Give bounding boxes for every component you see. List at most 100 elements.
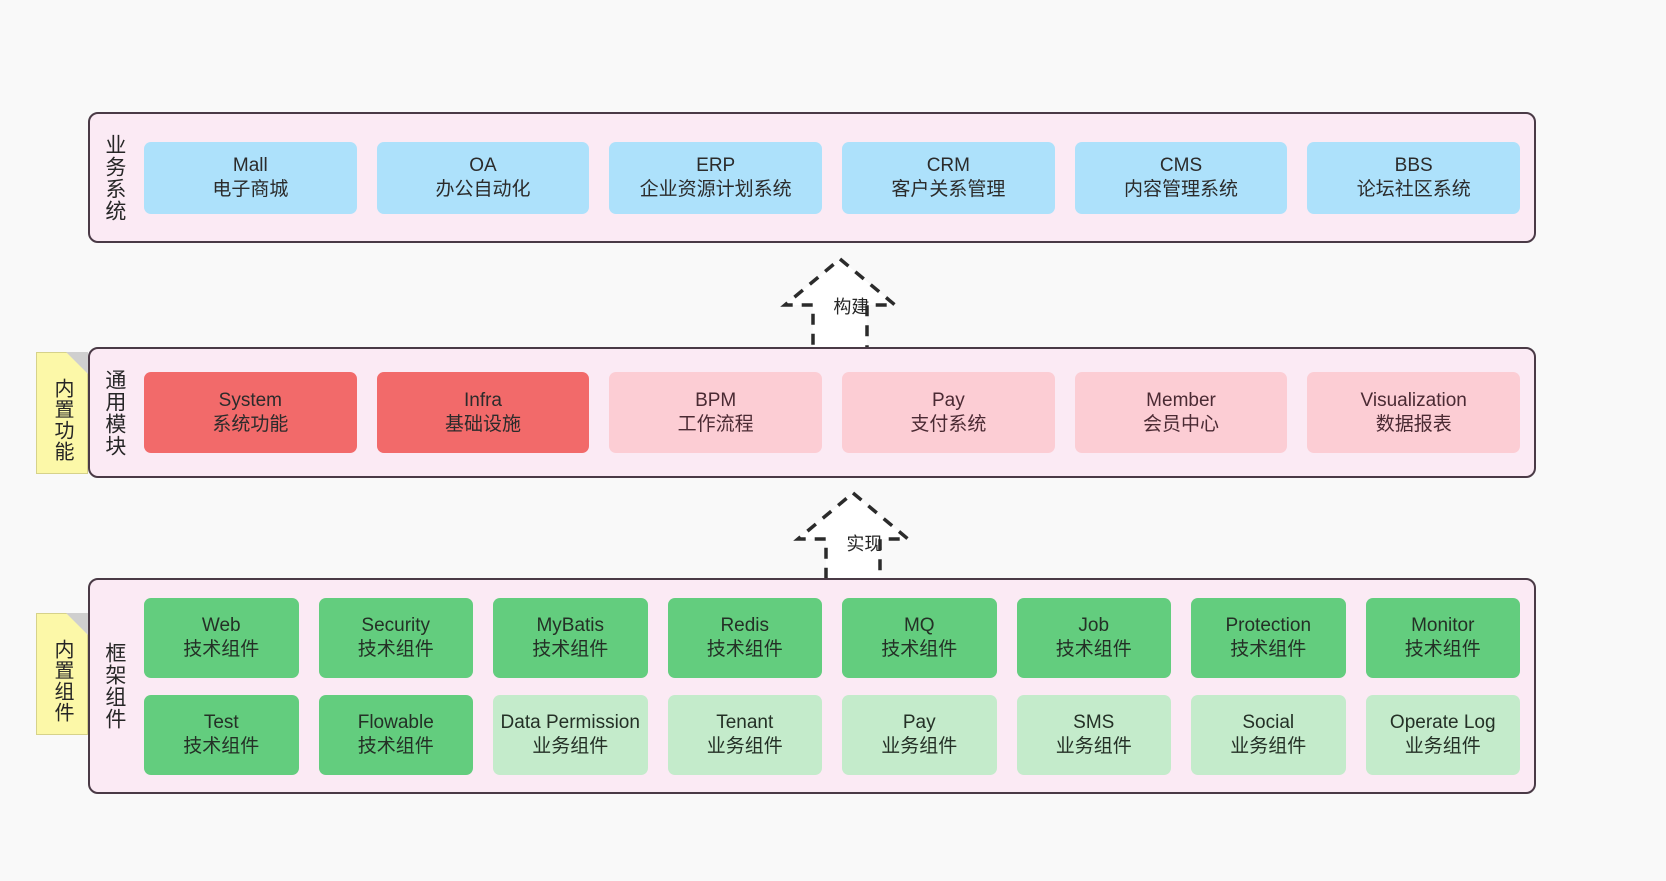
card-cms[interactable]: CMS 内容管理系统: [1074, 141, 1288, 214]
connector-build-label: 构建: [833, 297, 870, 317]
card-cms-cn: 内容管理系统: [1124, 178, 1239, 200]
card-mall-en: Mall: [232, 154, 268, 176]
card-member-en: Member: [1146, 389, 1216, 411]
layer-business-body: Mall 电子商城 OA 办公自动化 ERP 企业资源计划系统 CRM 客户关系…: [138, 114, 1534, 241]
card-visualization[interactable]: Visualization 数据报表: [1307, 372, 1521, 453]
card-mybatis[interactable]: MyBatis 技术组件: [493, 597, 648, 678]
business-card-row: Mall 电子商城 OA 办公自动化 ERP 企业资源计划系统 CRM 客户关系…: [144, 141, 1521, 214]
card-test[interactable]: Test 技术组件: [144, 694, 299, 775]
connector-implement-arrow-icon: [793, 490, 913, 594]
card-flowable[interactable]: Flowable 技术组件: [318, 694, 473, 775]
card-security-cn: 技术组件: [357, 638, 434, 660]
layer-framework-body: Web 技术组件 Security 技术组件 MyBatis 技术组件 Redi…: [138, 580, 1534, 792]
card-flowable-cn: 技术组件: [357, 735, 434, 757]
card-flowable-en: Flowable: [357, 711, 434, 733]
card-monitor[interactable]: Monitor 技术组件: [1365, 597, 1520, 678]
card-member-cn: 会员中心: [1143, 413, 1220, 435]
card-test-en: Test: [203, 711, 239, 733]
card-security-en: Security: [361, 614, 431, 636]
card-test-cn: 技术组件: [183, 735, 260, 757]
connector-build: 构建: [745, 253, 935, 360]
card-tenant-en: Tenant: [716, 711, 774, 733]
note-builtin-components: 内置组件: [36, 613, 88, 735]
card-social-cn: 业务组件: [1230, 735, 1307, 757]
card-system-cn: 系统功能: [212, 413, 289, 435]
card-sms-cn: 业务组件: [1055, 735, 1132, 757]
card-member[interactable]: Member 会员中心: [1074, 372, 1288, 453]
card-sms[interactable]: SMS 业务组件: [1016, 694, 1171, 775]
card-tenant[interactable]: Tenant 业务组件: [667, 694, 822, 775]
card-bpm-cn: 工作流程: [677, 413, 754, 435]
card-pay-component[interactable]: Pay 业务组件: [842, 694, 997, 775]
layer-common-body: System 系统功能 Infra 基础设施 BPM 工作流程 Pay 支付系统…: [138, 349, 1534, 476]
card-visualization-en: Visualization: [1360, 389, 1467, 411]
layer-business-systems: 业务系统 Mall 电子商城 OA 办公自动化 ERP 企业资源计划系统 CRM…: [88, 112, 1536, 243]
connector-implement: 实现: [758, 487, 948, 594]
card-mybatis-en: MyBatis: [536, 614, 605, 636]
card-social[interactable]: Social 业务组件: [1191, 694, 1346, 775]
card-redis[interactable]: Redis 技术组件: [667, 597, 822, 678]
card-web[interactable]: Web 技术组件: [144, 597, 299, 678]
note-builtin-features: 内置功能: [36, 352, 88, 474]
card-bpm[interactable]: BPM 工作流程: [609, 372, 823, 453]
card-erp-cn: 企业资源计划系统: [639, 178, 792, 200]
card-data-permission-en: Data Permission: [500, 711, 640, 733]
card-infra-cn: 基础设施: [445, 413, 522, 435]
card-operate-log-en: Operate Log: [1389, 711, 1496, 733]
card-job-en: Job: [1078, 614, 1110, 636]
layer-common-title: 通用模块: [102, 368, 126, 457]
card-crm-cn: 客户关系管理: [891, 178, 1006, 200]
framework-business-row: Test 技术组件 Flowable 技术组件 Data Permission …: [144, 694, 1520, 775]
card-data-permission[interactable]: Data Permission 业务组件: [493, 694, 648, 775]
card-job[interactable]: Job 技术组件: [1016, 597, 1171, 678]
card-cms-en: CMS: [1159, 154, 1203, 176]
card-pay-component-en: Pay: [902, 711, 936, 733]
card-pay-module-en: Pay: [931, 389, 965, 411]
card-infra[interactable]: Infra 基础设施: [376, 372, 590, 453]
card-redis-en: Redis: [720, 614, 770, 636]
card-monitor-en: Monitor: [1411, 614, 1475, 636]
framework-tech-row: Web 技术组件 Security 技术组件 MyBatis 技术组件 Redi…: [144, 597, 1520, 678]
connector-build-arrow-icon: [780, 256, 900, 360]
card-bbs[interactable]: BBS 论坛社区系统: [1307, 141, 1521, 214]
card-system-en: System: [218, 389, 283, 411]
card-crm-en: CRM: [926, 154, 970, 176]
card-monitor-cn: 技术组件: [1404, 638, 1481, 660]
card-oa-cn: 办公自动化: [435, 178, 531, 200]
card-bbs-cn: 论坛社区系统: [1356, 178, 1471, 200]
card-job-cn: 技术组件: [1055, 638, 1132, 660]
card-erp-en: ERP: [696, 154, 736, 176]
card-tenant-cn: 业务组件: [706, 735, 783, 757]
layer-common-modules: 通用模块 System 系统功能 Infra 基础设施 BPM 工作流程 Pay…: [88, 347, 1536, 478]
card-system[interactable]: System 系统功能: [144, 372, 357, 453]
card-sms-en: SMS: [1073, 711, 1115, 733]
layer-framework-title: 框架组件: [102, 642, 126, 730]
connector-implement-label: 实现: [846, 534, 883, 554]
card-erp[interactable]: ERP 企业资源计划系统: [609, 141, 823, 214]
card-operate-log-cn: 业务组件: [1404, 735, 1481, 757]
card-web-en: Web: [201, 614, 241, 636]
card-mq-cn: 技术组件: [881, 638, 958, 660]
card-mall[interactable]: Mall 电子商城: [144, 141, 357, 214]
card-redis-cn: 技术组件: [706, 638, 783, 660]
layer-business-title: 业务系统: [102, 133, 126, 222]
card-visualization-cn: 数据报表: [1375, 413, 1452, 435]
card-web-cn: 技术组件: [183, 638, 260, 660]
card-protection-en: Protection: [1225, 614, 1312, 636]
card-mybatis-cn: 技术组件: [532, 638, 609, 660]
common-card-row: System 系统功能 Infra 基础设施 BPM 工作流程 Pay 支付系统…: [144, 372, 1521, 453]
card-security[interactable]: Security 技术组件: [318, 597, 473, 678]
card-pay-module-cn: 支付系统: [910, 413, 987, 435]
card-social-en: Social: [1242, 711, 1295, 733]
card-operate-log[interactable]: Operate Log 业务组件: [1365, 694, 1520, 775]
card-protection[interactable]: Protection 技术组件: [1191, 597, 1346, 678]
card-pay-module[interactable]: Pay 支付系统: [842, 372, 1055, 453]
card-bpm-en: BPM: [695, 389, 737, 411]
card-crm[interactable]: CRM 客户关系管理: [842, 141, 1055, 214]
card-oa[interactable]: OA 办公自动化: [376, 141, 590, 214]
layer-framework-components: 框架组件 Web 技术组件 Security 技术组件 MyBatis 技术组件…: [88, 578, 1536, 794]
card-oa-en: OA: [469, 154, 497, 176]
card-bbs-en: BBS: [1394, 154, 1433, 176]
card-mq[interactable]: MQ 技术组件: [842, 597, 997, 678]
card-mall-cn: 电子商城: [212, 178, 289, 200]
